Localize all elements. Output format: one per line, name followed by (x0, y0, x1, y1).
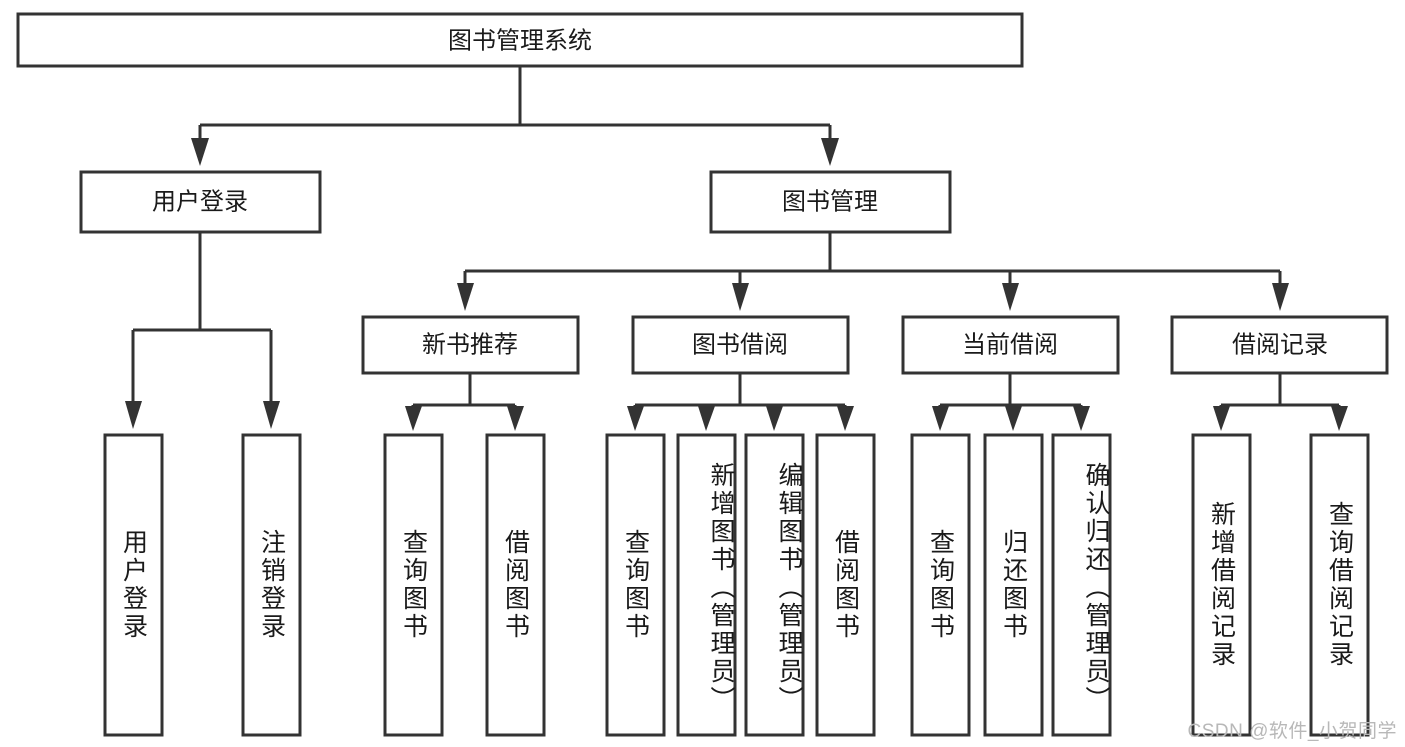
node-new-book-recommend-label: 新书推荐 (422, 331, 518, 358)
connector-new-book-recommend-to-leaves (405, 373, 524, 431)
connector-root-to-level2 (191, 66, 839, 166)
node-book-management-label: 图书管理 (782, 188, 878, 215)
node-root-box[interactable] (16, 12, 1024, 68)
arrowhead-leaf-query-record (1331, 406, 1348, 431)
node-current-borrow[interactable]: 当前借阅 (901, 315, 1120, 375)
arrowhead-book-borrow (732, 283, 749, 311)
node-book-borrow[interactable]: 图书借阅 (631, 315, 850, 375)
leaf-borrow-book-1-box[interactable] (485, 433, 546, 737)
connector-book-borrow-to-leaves (627, 373, 854, 431)
arrowhead-leaf-add-book (698, 406, 715, 431)
arrowhead-current-borrow (1002, 283, 1019, 311)
node-root[interactable]: 图书管理系统 (16, 12, 1024, 68)
node-current-borrow-box[interactable] (901, 315, 1120, 375)
csdn-watermark: CSDN @软件_小贺同学 (1187, 721, 1397, 742)
leaf-user-logout-box[interactable] (241, 433, 302, 737)
leaf-add-book-box[interactable] (676, 433, 737, 737)
arrowhead-leaf-borrow-book-1 (507, 406, 524, 431)
arrowhead-user-login (191, 138, 209, 166)
node-borrow-record-box[interactable] (1170, 315, 1389, 375)
node-book-management[interactable]: 图书管理 (709, 170, 952, 234)
arrowhead-leaf-query-book-3 (932, 406, 949, 431)
node-borrow-record-label: 借阅记录 (1232, 331, 1328, 358)
node-user-login[interactable]: 用户登录 (79, 170, 322, 234)
arrowhead-leaf-query-book-1 (405, 406, 422, 431)
node-borrow-record[interactable]: 借阅记录 (1170, 315, 1389, 375)
connector-user-login-to-leaves (125, 232, 280, 429)
arrowhead-leaf-query-book-2 (627, 406, 644, 431)
leaf-return-book-box[interactable] (983, 433, 1044, 737)
node-new-book-recommend-box[interactable] (361, 315, 580, 375)
connector-book-management-to-level3 (457, 232, 1289, 311)
leaf-query-book-1-box[interactable] (383, 433, 444, 737)
leaf-query-record-box[interactable] (1309, 433, 1370, 737)
node-book-borrow-label: 图书借阅 (692, 331, 788, 358)
arrowhead-leaf-borrow-book-2 (837, 406, 854, 431)
arrowhead-leaf-confirm-return (1073, 406, 1090, 431)
node-new-book-recommend[interactable]: 新书推荐 (361, 315, 580, 375)
leaf-add-record-box[interactable] (1191, 433, 1252, 737)
arrowhead-leaf-return-book (1005, 406, 1022, 431)
leaf-query-book-3-box[interactable] (910, 433, 971, 737)
node-user-login-label: 用户登录 (152, 188, 248, 215)
arrowhead-leaf-user-logout (263, 401, 280, 429)
arrowhead-borrow-record (1272, 283, 1289, 311)
arrowhead-leaf-user-login (125, 401, 142, 429)
connector-current-borrow-to-leaves (932, 373, 1090, 431)
connector-borrow-record-to-leaves (1213, 373, 1348, 431)
leaf-query-book-2-box[interactable] (605, 433, 666, 737)
leaf-user-login-box[interactable] (103, 433, 164, 737)
node-book-borrow-box[interactable] (631, 315, 850, 375)
arrowhead-new-book-recommend (457, 283, 474, 311)
node-book-management-box[interactable] (709, 170, 952, 234)
arrowhead-leaf-add-record (1213, 406, 1230, 431)
arrowhead-book-management (821, 138, 839, 166)
leaf-confirm-return-box[interactable] (1051, 433, 1112, 737)
node-current-borrow-label: 当前借阅 (962, 331, 1058, 358)
arrowhead-leaf-edit-book (766, 406, 783, 431)
leaf-borrow-book-2-box[interactable] (815, 433, 876, 737)
node-root-label: 图书管理系统 (448, 27, 592, 54)
leaf-edit-book-box[interactable] (744, 433, 805, 737)
